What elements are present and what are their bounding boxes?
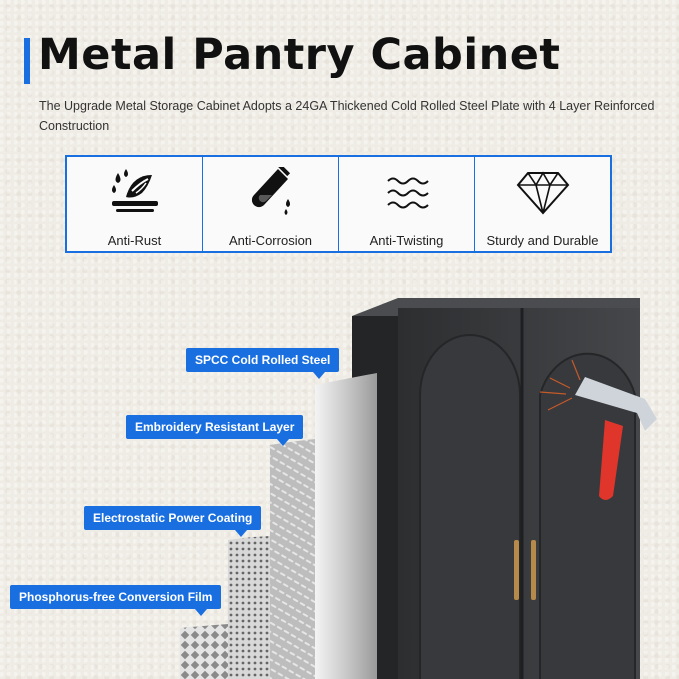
feature-anti-rust: Anti-Rust — [67, 157, 203, 251]
feature-label: Anti-Twisting — [369, 233, 444, 248]
hammer-icon — [539, 359, 657, 500]
feature-anti-corrosion: Anti-Corrosion — [203, 157, 339, 251]
feature-sturdy-durable: Sturdy and Durable — [475, 157, 610, 251]
layer-tag-phosphorus: Phosphorus-free Conversion Film — [10, 585, 222, 616]
title-accent-bar — [24, 38, 30, 84]
test-tube-icon — [251, 167, 290, 215]
layer-tag-electrostatic: Electrostatic Power Coating — [84, 506, 262, 537]
waves-icon — [386, 177, 429, 209]
feature-anti-twisting: Anti-Twisting — [339, 157, 475, 251]
page-title: Metal Pantry Cabinet — [38, 30, 561, 80]
layer-tag-embroidery: Embroidery Resistant Layer — [126, 415, 304, 446]
page-subtitle: The Upgrade Metal Storage Cabinet Adopts… — [39, 99, 655, 133]
feature-label: Anti-Corrosion — [228, 233, 313, 248]
steel-layer-stack — [180, 373, 377, 679]
feature-strip: Anti-Rust Anti-Corrosion Anti-Twisting S… — [65, 155, 612, 253]
pantry-cabinet — [352, 298, 640, 679]
feature-label: Anti-Rust — [107, 233, 162, 248]
rust-drops-icon — [111, 169, 158, 212]
diamond-icon — [516, 171, 569, 215]
layer-tag-spcc: SPCC Cold Rolled Steel — [186, 348, 340, 379]
feature-label: Sturdy and Durable — [486, 233, 599, 248]
